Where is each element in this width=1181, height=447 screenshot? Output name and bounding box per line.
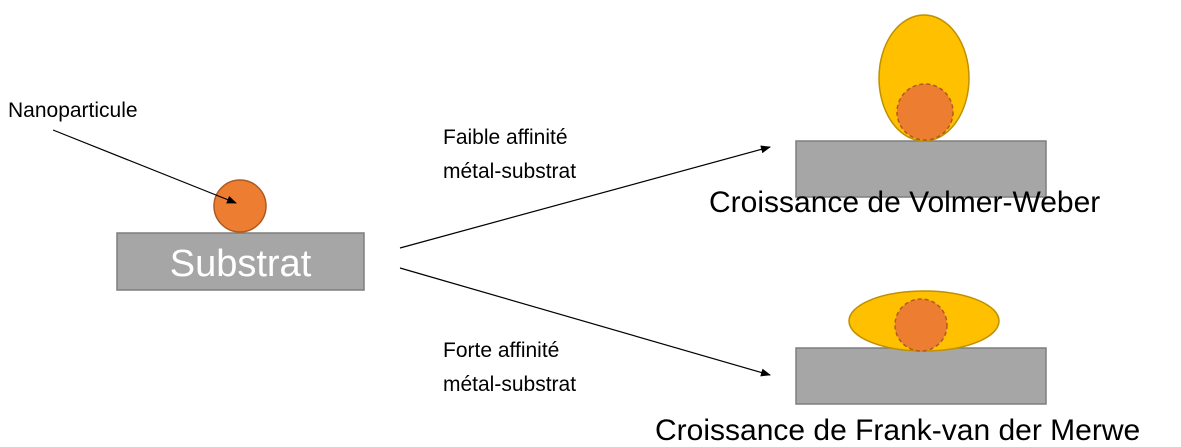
substrate-block-frank-van-der-merwe [795, 347, 1047, 405]
weak-affinity-label-line2: métal-substrat [443, 160, 576, 183]
nanoparticle-pointer [52, 129, 237, 204]
nanoparticle-label: Nanoparticule [8, 99, 138, 122]
strong-affinity-label-line1: Forte affinité [443, 339, 559, 362]
strong-affinity-arrow [399, 267, 771, 377]
volmer-weber-result [795, 14, 1047, 198]
frank-van-der-merwe-label: Croissance de Frank-van der Merwe [655, 414, 1140, 447]
frank-van-der-merwe-result [795, 290, 1047, 405]
nanoparticle-core-frank-van-der-merwe [894, 298, 948, 352]
weak-affinity-arrow [399, 145, 771, 249]
nanoparticle-core-volmer-weber [896, 83, 954, 141]
substrate-block [116, 232, 365, 291]
nanoparticle [213, 179, 267, 233]
substrate-label: Substrat [170, 243, 312, 285]
strong-affinity-label-line2: métal-substrat [443, 373, 576, 396]
weak-affinity-label-line1: Faible affinité [443, 126, 568, 149]
volmer-weber-label: Croissance de Volmer-Weber [709, 186, 1100, 219]
initial-state: Substrat [116, 179, 365, 291]
